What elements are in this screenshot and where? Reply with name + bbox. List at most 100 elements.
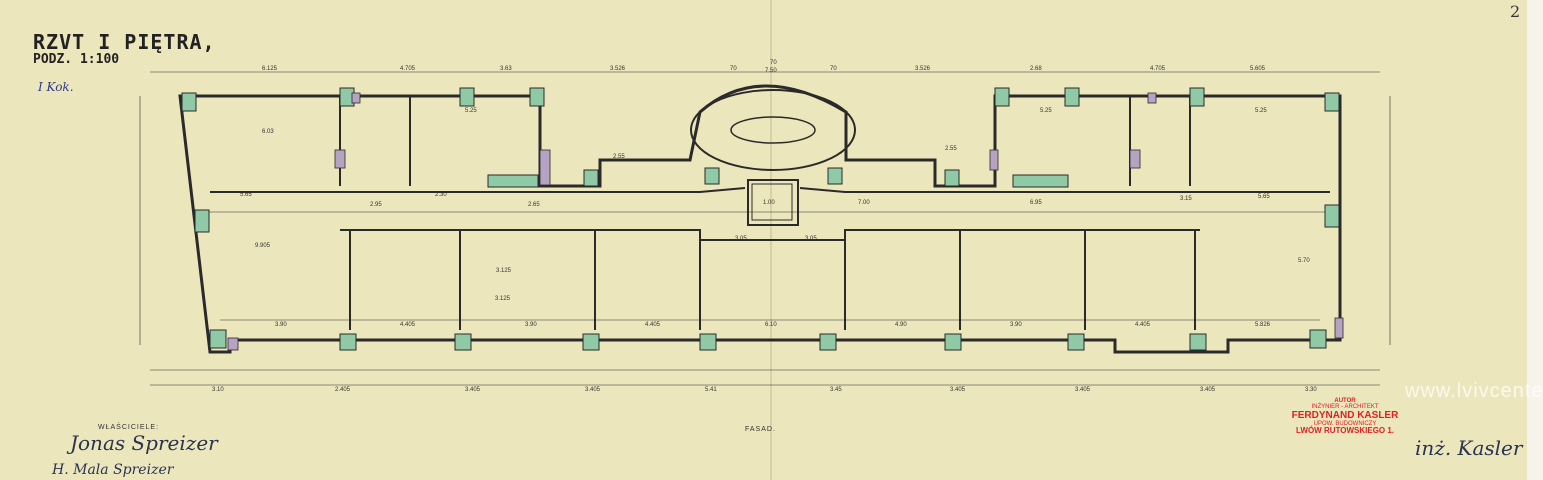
corridor-wall bbox=[210, 187, 746, 193]
owner-signature: H. Mala Spreizer bbox=[51, 462, 175, 478]
stamp-address: LWÓW RUTOWSKIEGO 1. bbox=[1295, 426, 1395, 436]
accent-group bbox=[227, 92, 1344, 351]
dim-top: 3.526 bbox=[610, 66, 626, 72]
dim-top: 7.50 bbox=[765, 68, 777, 74]
dim-bottom: 3.405 bbox=[465, 387, 481, 393]
dim-lower: 3.90 bbox=[1010, 322, 1022, 328]
dim-lower: 4.405 bbox=[400, 322, 416, 328]
dim-corridor: 1.00 bbox=[763, 200, 775, 206]
stamp-name: FERDYNAND KASLER bbox=[1291, 409, 1399, 421]
dim-corridor: 2.30 bbox=[435, 192, 447, 198]
dim-room: 6.03 bbox=[262, 129, 274, 135]
dim-corridor: 2.95 bbox=[370, 202, 382, 208]
dim-bottom: 3.405 bbox=[1075, 387, 1091, 393]
dim-stair: 70 bbox=[730, 66, 737, 72]
dim-bottom: 3.45 bbox=[830, 387, 842, 393]
accent-block bbox=[1129, 149, 1141, 169]
dim-lower: 4.405 bbox=[1135, 322, 1151, 328]
dim-bottom: 3.405 bbox=[950, 387, 966, 393]
corridor-wall bbox=[340, 229, 1200, 241]
dim-corridor: 5.65 bbox=[1258, 194, 1270, 200]
accent-block bbox=[351, 92, 361, 104]
facade-label: FASAD. bbox=[745, 426, 776, 433]
staircase-core bbox=[747, 179, 799, 226]
pillar bbox=[454, 333, 472, 351]
dim-lower: 5.826 bbox=[1255, 322, 1271, 328]
pillar bbox=[819, 333, 837, 351]
stamp-title: INŻYNIER - ARCHITEKT bbox=[1311, 404, 1379, 411]
dim-top: 6.125 bbox=[262, 66, 278, 72]
pillar bbox=[1324, 204, 1340, 228]
pillar bbox=[1064, 87, 1080, 107]
pillar bbox=[459, 87, 475, 107]
staircase-oval bbox=[690, 89, 856, 171]
dim-stair: 70 bbox=[770, 60, 777, 66]
owners-label: WŁAŚCICIELE: bbox=[98, 424, 160, 431]
dim-top: 5.605 bbox=[1250, 66, 1266, 72]
dim-bottom: 5.41 bbox=[705, 387, 717, 393]
accent-block bbox=[1334, 317, 1344, 339]
stamp-license: UPOW. BUDOWNICZY bbox=[1313, 421, 1377, 428]
pillar bbox=[1189, 333, 1207, 351]
pillar bbox=[751, 183, 793, 221]
dim-room: 3.05 bbox=[735, 236, 747, 242]
dim-corridor: 7.00 bbox=[858, 200, 870, 206]
dim-room: 5.25 bbox=[1040, 108, 1052, 114]
dimension-lines bbox=[139, 71, 1391, 386]
dim-bottom: 3.405 bbox=[1200, 387, 1216, 393]
margin-note: I Kok. bbox=[38, 80, 74, 94]
dim-top: 4.705 bbox=[400, 66, 416, 72]
dim-top: 2.68 bbox=[1030, 66, 1042, 72]
pillar bbox=[704, 167, 720, 185]
pillar bbox=[583, 169, 599, 187]
dim-corridor: 3.15 bbox=[1180, 196, 1192, 202]
dim-top: 4.705 bbox=[1150, 66, 1166, 72]
dim-top: 3.63 bbox=[500, 66, 512, 72]
pillar bbox=[582, 333, 600, 351]
outer-wall bbox=[178, 84, 1342, 354]
accent-block bbox=[334, 149, 346, 169]
watermark: www.lvivcenter.org bbox=[1405, 380, 1543, 402]
corridor-wall bbox=[799, 187, 1330, 193]
pillar bbox=[827, 167, 843, 185]
pillar bbox=[529, 87, 545, 107]
pillar bbox=[944, 333, 962, 351]
dim-room: 3.05 bbox=[805, 236, 817, 242]
pillar bbox=[1067, 333, 1085, 351]
pillar-group bbox=[181, 87, 1340, 351]
dim-corridor: 5.65 bbox=[240, 192, 252, 198]
dim-lower: 3.90 bbox=[525, 322, 537, 328]
pillar bbox=[1309, 329, 1327, 349]
pillar bbox=[994, 87, 1010, 107]
dim-lower: 3.90 bbox=[275, 322, 287, 328]
dim-bottom: 3.10 bbox=[212, 387, 224, 393]
drawing-scale: PODZ. 1:100 bbox=[33, 52, 120, 67]
pillar bbox=[339, 333, 357, 351]
dim-stair: 70 bbox=[830, 66, 837, 72]
pillar bbox=[1012, 174, 1069, 188]
accent-block bbox=[989, 149, 999, 171]
staircase-well bbox=[730, 116, 816, 144]
dim-bottom: 3.405 bbox=[585, 387, 601, 393]
dim-room: 2.55 bbox=[945, 146, 957, 152]
dim-lower: 4.405 bbox=[645, 322, 661, 328]
drawing-title: RZVT I PIĘTRA, bbox=[33, 30, 216, 54]
pillar bbox=[209, 329, 227, 349]
dim-lower: 6.10 bbox=[765, 322, 777, 328]
owner-signature: Jonas Spreizer bbox=[66, 431, 219, 455]
stamp-role: AUTOR bbox=[1334, 398, 1356, 404]
pillar bbox=[181, 92, 197, 112]
dim-bottom: 2.405 bbox=[335, 387, 351, 393]
dim-room: 3.125 bbox=[496, 268, 512, 274]
accent-block bbox=[539, 149, 551, 186]
dim-room: 5.70 bbox=[1298, 258, 1310, 264]
dim-corridor: 6.95 bbox=[1030, 200, 1042, 206]
dim-room: 9.905 bbox=[255, 243, 271, 249]
pillar bbox=[194, 209, 210, 233]
pillar bbox=[1189, 87, 1205, 107]
pillar bbox=[699, 333, 717, 351]
dim-room: 2.55 bbox=[613, 154, 625, 160]
scan-edge bbox=[1527, 0, 1543, 480]
